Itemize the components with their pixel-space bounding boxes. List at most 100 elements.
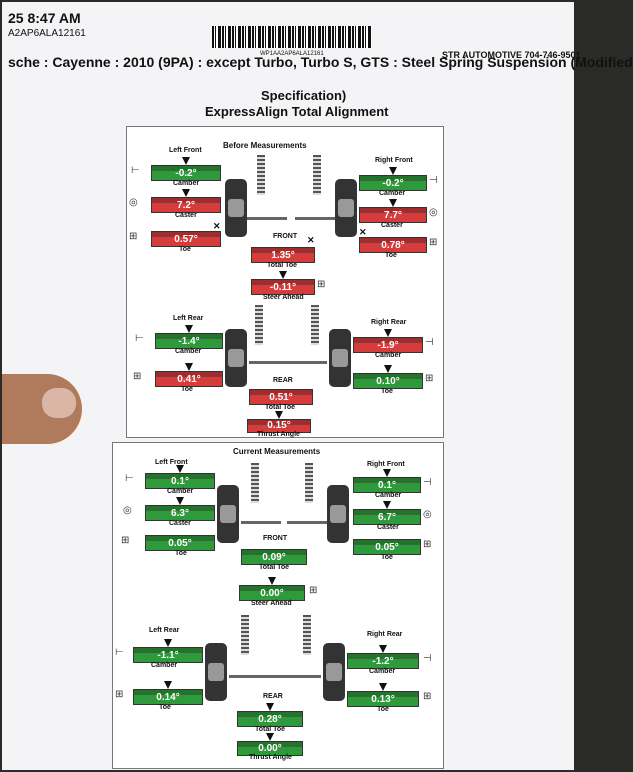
rear-right-wheel (323, 643, 345, 701)
arrow-icon (389, 199, 397, 207)
rr-camber-value: -1.9° (377, 340, 399, 351)
front-right-spring (305, 463, 313, 503)
rf-toe-value: 0.78° (381, 240, 405, 251)
rr-toe-gauge: 0.10° (353, 365, 423, 389)
lr-toe-value: 0.41° (177, 374, 201, 385)
lr-camber-gauge: -1.1° (133, 639, 203, 663)
arrow-icon (176, 465, 184, 473)
lf-toe-gauge: 0.57° (151, 231, 221, 247)
rear-left-wheel (205, 643, 227, 701)
rr-camber-gauge: -1.9° (353, 329, 423, 353)
vehicle-line-2: Specification) (261, 88, 347, 103)
lf-toe-value: 0.05° (168, 538, 192, 549)
lr-toe-label: Toe (181, 386, 193, 393)
rr-camber-label: Camber (369, 668, 396, 675)
wheel-camber-icon: ⊢ (125, 473, 134, 484)
lf-toe-label: Toe (175, 550, 187, 557)
rf-camber-gauge: 0.1° (353, 469, 421, 493)
arrow-icon (182, 189, 190, 197)
rf-camber-label: Camber (379, 190, 406, 197)
rear-total-toe-label: Total Toe (255, 726, 286, 733)
rear-right-wheel (329, 329, 351, 387)
wheel-camber-icon: ⊣ (423, 477, 432, 488)
rr-toe-label: Toe (377, 706, 389, 713)
arrow-icon (185, 363, 193, 371)
lf-caster-label: Caster (175, 212, 197, 219)
steering-icon: ⊞ (309, 585, 318, 596)
lf-camber-gauge: -0.2° (151, 157, 221, 181)
wheel-toe-icon: ⊞ (425, 373, 434, 384)
rear-label: REAR (273, 377, 293, 384)
lr-toe-value: 0.14° (156, 692, 180, 703)
arrow-icon (176, 497, 184, 505)
rf-caster-gauge: 7.7° (359, 199, 427, 223)
rear-left-spring (255, 305, 263, 345)
rear-left-spring (241, 615, 249, 655)
rf-camber-value: 0.1° (378, 480, 396, 491)
rear-right-spring (303, 615, 311, 655)
front-right-spring (313, 155, 321, 195)
wheel-camber-icon: ⊣ (423, 653, 432, 664)
steer-ahead-value: -0.11° (269, 282, 297, 293)
front-total-toe-gauge: 0.09° (241, 549, 307, 565)
lr-camber-value: -1.4° (178, 336, 200, 347)
rf-caster-label: Caster (381, 222, 403, 229)
thrust-angle-label: Thrust Angle (257, 431, 300, 438)
lf-camber-label: Camber (167, 488, 194, 495)
front-label: FRONT (263, 535, 288, 542)
wheel-camber-icon: ⊢ (131, 165, 140, 176)
arrow-icon (389, 167, 397, 175)
wheel-caster-icon: ◎ (429, 207, 438, 218)
lf-toe-gauge: 0.05° (145, 535, 215, 551)
rr-label: Right Rear (371, 319, 407, 326)
arrow-icon (379, 645, 387, 653)
rear-right-spring (311, 305, 319, 345)
steer-ahead-label: Steer Ahead (263, 294, 304, 301)
rf-caster-value: 7.7° (384, 210, 402, 221)
rf-toe-gauge: 0.78° (359, 237, 427, 253)
rear-total-toe-value: 0.51° (269, 392, 293, 403)
rf-caster-label: Caster (377, 524, 399, 531)
lf-label: Left Front (155, 459, 188, 466)
arrow-icon (383, 501, 391, 509)
report-title: ExpressAlign Total Alignment (205, 104, 389, 119)
rf-label: Right Front (367, 461, 405, 468)
lf-caster-label: Caster (169, 520, 191, 527)
front-total-toe-value: 1.35° (271, 250, 295, 261)
thumb (2, 374, 82, 444)
wheel-toe-icon: ⊞ (423, 539, 432, 550)
vin-partial: A2AP6ALA12161 (8, 28, 86, 39)
arrow-icon (182, 157, 190, 165)
wheel-toe-icon: ⊞ (133, 371, 142, 382)
lf-toe-value: 0.57° (174, 234, 198, 245)
wheel-caster-icon: ◎ (129, 197, 138, 208)
front-total-toe-label: Total Toe (259, 564, 290, 571)
rf-toe-label: Toe (381, 554, 393, 561)
arrow-icon (379, 683, 387, 691)
x-mark-icon: ✕ (359, 227, 367, 237)
lr-toe-gauge: 0.41° (155, 363, 223, 387)
front-left-spring (257, 155, 265, 195)
rf-caster-gauge: 6.7° (353, 501, 421, 525)
wheel-toe-icon: ⊞ (121, 535, 130, 546)
steer-ahead-label: Steer Ahead (251, 600, 292, 607)
current-title: Current Measurements (233, 447, 321, 456)
lr-label: Left Rear (149, 627, 180, 634)
rear-total-toe-gauge: 0.28° (237, 703, 303, 727)
wheel-toe-icon: ⊞ (423, 691, 432, 702)
arrow-icon (266, 703, 274, 711)
thrust-angle-gauge: 0.15° (247, 411, 311, 433)
lf-camber-value: -0.2° (175, 168, 197, 179)
wheel-camber-icon: ⊢ (115, 647, 124, 658)
rr-toe-label: Toe (381, 388, 393, 395)
rear-arm (249, 361, 327, 364)
print-time: 25 8:47 AM (8, 10, 81, 26)
lf-caster-gauge: 6.3° (145, 497, 215, 521)
lr-label: Left Rear (173, 315, 204, 322)
arrow-icon (279, 271, 287, 279)
arrow-icon (164, 639, 172, 647)
rear-total-toe-value: 0.28° (258, 714, 282, 725)
lr-toe-label: Toe (159, 704, 171, 711)
front-right-wheel (327, 485, 349, 543)
arrow-icon (383, 469, 391, 477)
